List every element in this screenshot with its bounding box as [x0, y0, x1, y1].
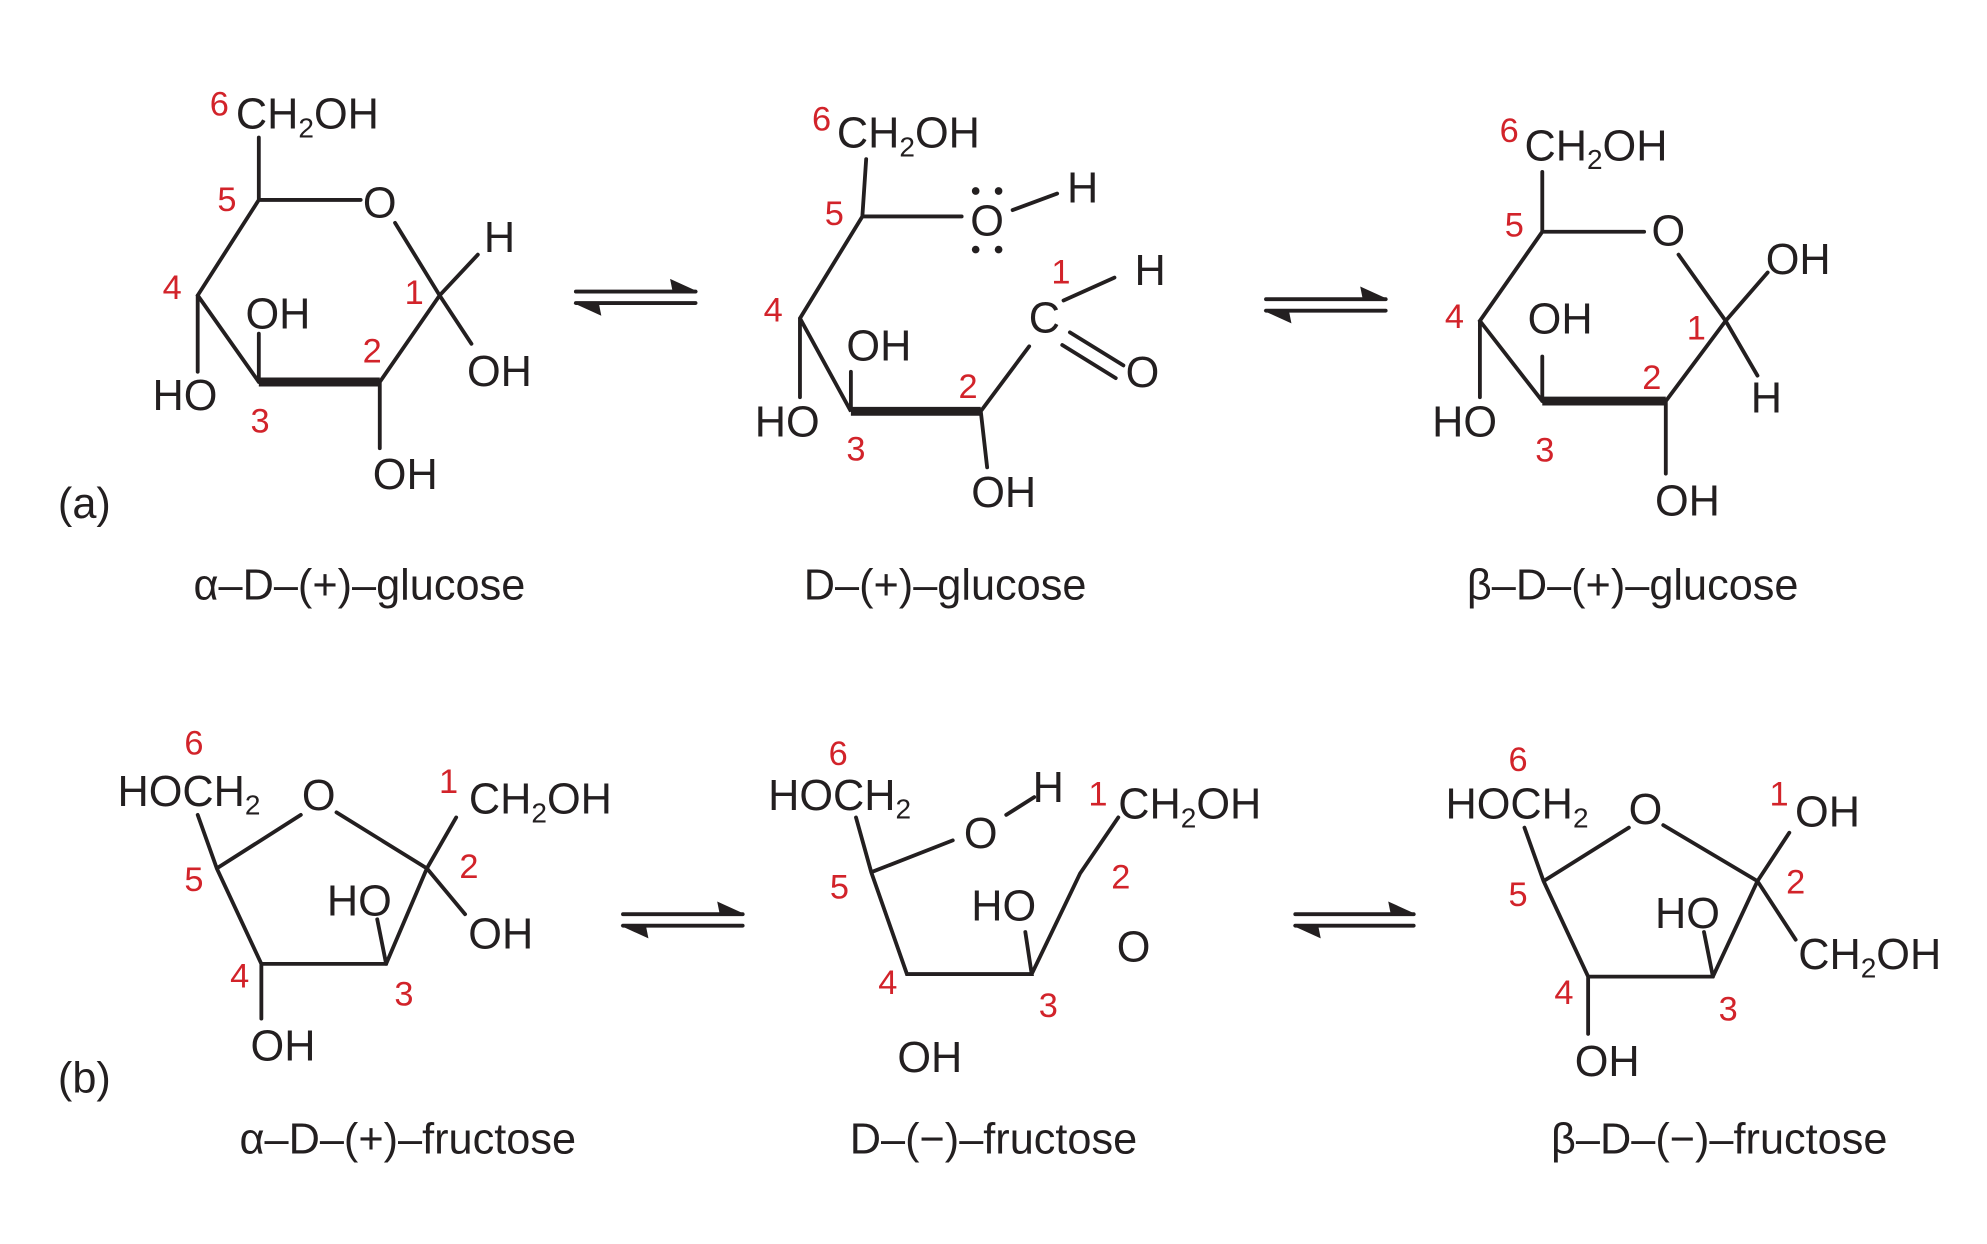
atom-label: H	[484, 214, 515, 262]
carbon-number-label: 4	[163, 269, 182, 307]
carbon-number-label: 1	[405, 274, 424, 312]
carbon-number-label: 2	[958, 368, 977, 406]
carbon-number-label: 6	[1500, 112, 1519, 150]
carbon-number-label: 5	[1505, 206, 1524, 244]
atom-label: OH	[1795, 788, 1860, 836]
atom-label: HO	[327, 877, 392, 925]
name-beta-glucose: β–D–(+)–glucose	[1467, 562, 1799, 610]
atom-label: CH2OH	[1524, 122, 1667, 174]
carbon-number-label: 5	[830, 868, 849, 906]
open-chain-glucose-structure: CH2OH O H HO OH OH C H O 6 5 4 3 2 1	[755, 101, 1166, 517]
carbon-number-label: 2	[1111, 858, 1130, 896]
beta-fructose-structure: HOCH2 O OH CH2OH HO OH 6 5 4 3 2 1	[1446, 741, 1942, 1086]
carbon-number-label: 5	[184, 861, 203, 899]
atom-label: O	[302, 772, 336, 820]
carbon-number-label: 5	[825, 195, 844, 233]
name-open-fructose: D–(−)–fructose	[850, 1116, 1137, 1164]
atom-label: OH	[373, 451, 438, 499]
atom-label: OH	[1575, 1038, 1640, 1086]
atom-label: HOCH2	[1446, 781, 1589, 833]
atom-label: HO	[1432, 399, 1497, 447]
carbon-number-label: 3	[251, 402, 270, 440]
atom-label: O	[970, 198, 1004, 246]
atom-label: O	[1629, 786, 1663, 834]
atom-label: HO	[153, 372, 218, 420]
atom-label: H	[1134, 247, 1165, 295]
carbon-number-label: 5	[217, 181, 236, 219]
atom-label: CH2OH	[1118, 781, 1261, 833]
atom-label: OH	[897, 1034, 962, 1082]
carbon-number-label: 4	[1445, 298, 1464, 336]
carbon-number-label: 2	[1786, 863, 1805, 901]
atom-label: CH2OH	[1798, 931, 1941, 983]
atom-label: HO	[971, 883, 1036, 931]
atom-label: H	[1751, 375, 1782, 423]
atom-label: O	[1652, 208, 1686, 256]
equilibrium-arrow-icon	[1292, 901, 1417, 939]
atom-label: CH2OH	[469, 776, 612, 828]
panel-label-b: (b)	[58, 1054, 111, 1102]
carbon-number-label: 1	[439, 763, 458, 801]
carbon-number-label: 4	[230, 958, 249, 996]
carbon-number-label: 3	[394, 975, 413, 1013]
atom-label: H	[1033, 764, 1064, 812]
carbon-number-label: 5	[1509, 876, 1528, 914]
atom-label: OH	[468, 911, 533, 959]
carbon-number-label: 6	[210, 85, 229, 123]
atom-label: OH	[971, 469, 1036, 517]
atom-label: OH	[1766, 236, 1831, 284]
carbon-number-label: 6	[829, 735, 848, 773]
atom-label: C	[1029, 294, 1060, 342]
name-alpha-glucose: α–D–(+)–glucose	[194, 562, 526, 610]
atom-label: HO	[1655, 890, 1720, 938]
carbon-number-label: 3	[846, 430, 865, 468]
atom-label: CH2OH	[837, 110, 980, 162]
name-beta-fructose: β–D–(−)–fructose	[1551, 1116, 1887, 1164]
name-open-glucose: D–(+)–glucose	[804, 562, 1087, 610]
carbon-number-label: 6	[184, 725, 203, 763]
atom-label: H	[1067, 164, 1098, 212]
carbon-number-label: 1	[1088, 776, 1107, 814]
panel-label-a: (a)	[58, 480, 111, 528]
carbon-number-label: 4	[878, 964, 897, 1002]
carbon-number-label: 1	[1687, 310, 1706, 348]
carbon-number-label: 2	[1642, 359, 1661, 397]
atom-label: O	[1117, 923, 1151, 971]
name-alpha-fructose: α–D–(+)–fructose	[240, 1116, 577, 1164]
carbon-number-label: 3	[1039, 987, 1058, 1025]
atom-label: OH	[846, 322, 911, 370]
carbon-number-label: 4	[1554, 974, 1573, 1012]
atom-label: O	[964, 810, 998, 858]
atom-label: OH	[1655, 478, 1720, 526]
atom-label: OH	[245, 291, 310, 339]
carbon-number-label: 2	[363, 332, 382, 370]
atom-label: OH	[467, 348, 532, 396]
open-chain-fructose-structure: HOCH2 O H CH2OH HO O OH 6 5 4 3 2 1	[768, 735, 1261, 1082]
carbon-number-label: 3	[1535, 432, 1554, 470]
alpha-glucose-structure: CH2OH O H OH OH OH HO 6 5 4 1 2 3	[153, 85, 532, 499]
atom-label: O	[1126, 349, 1160, 397]
carbon-number-label: 4	[764, 292, 783, 330]
carbon-number-label: 1	[1770, 776, 1789, 814]
carbon-number-label: 6	[1509, 741, 1528, 779]
carbon-number-label: 6	[812, 101, 831, 139]
atom-label: HO	[755, 399, 820, 447]
atom-label: HOCH2	[768, 772, 911, 824]
atom-label: CH2OH	[236, 91, 379, 143]
atom-label: OH	[251, 1023, 316, 1071]
carbon-number-label: 3	[1719, 991, 1738, 1029]
alpha-fructose-structure: HOCH2 O CH2OH OH HO OH 6 5 4 3 2 1	[117, 725, 611, 1071]
equilibrium-arrow-icon	[620, 901, 746, 939]
atom-label: O	[363, 180, 397, 228]
carbon-number-label: 1	[1051, 253, 1070, 291]
atom-label: OH	[1528, 296, 1593, 344]
equilibrium-arrow-icon	[573, 278, 699, 316]
beta-glucose-structure: CH2OH O OH H OH OH HO 6 5 4 1 2 3	[1432, 112, 1831, 526]
carbon-number-label: 2	[459, 848, 478, 886]
equilibrium-arrow-icon	[1263, 286, 1389, 324]
atom-label: HOCH2	[117, 768, 260, 820]
